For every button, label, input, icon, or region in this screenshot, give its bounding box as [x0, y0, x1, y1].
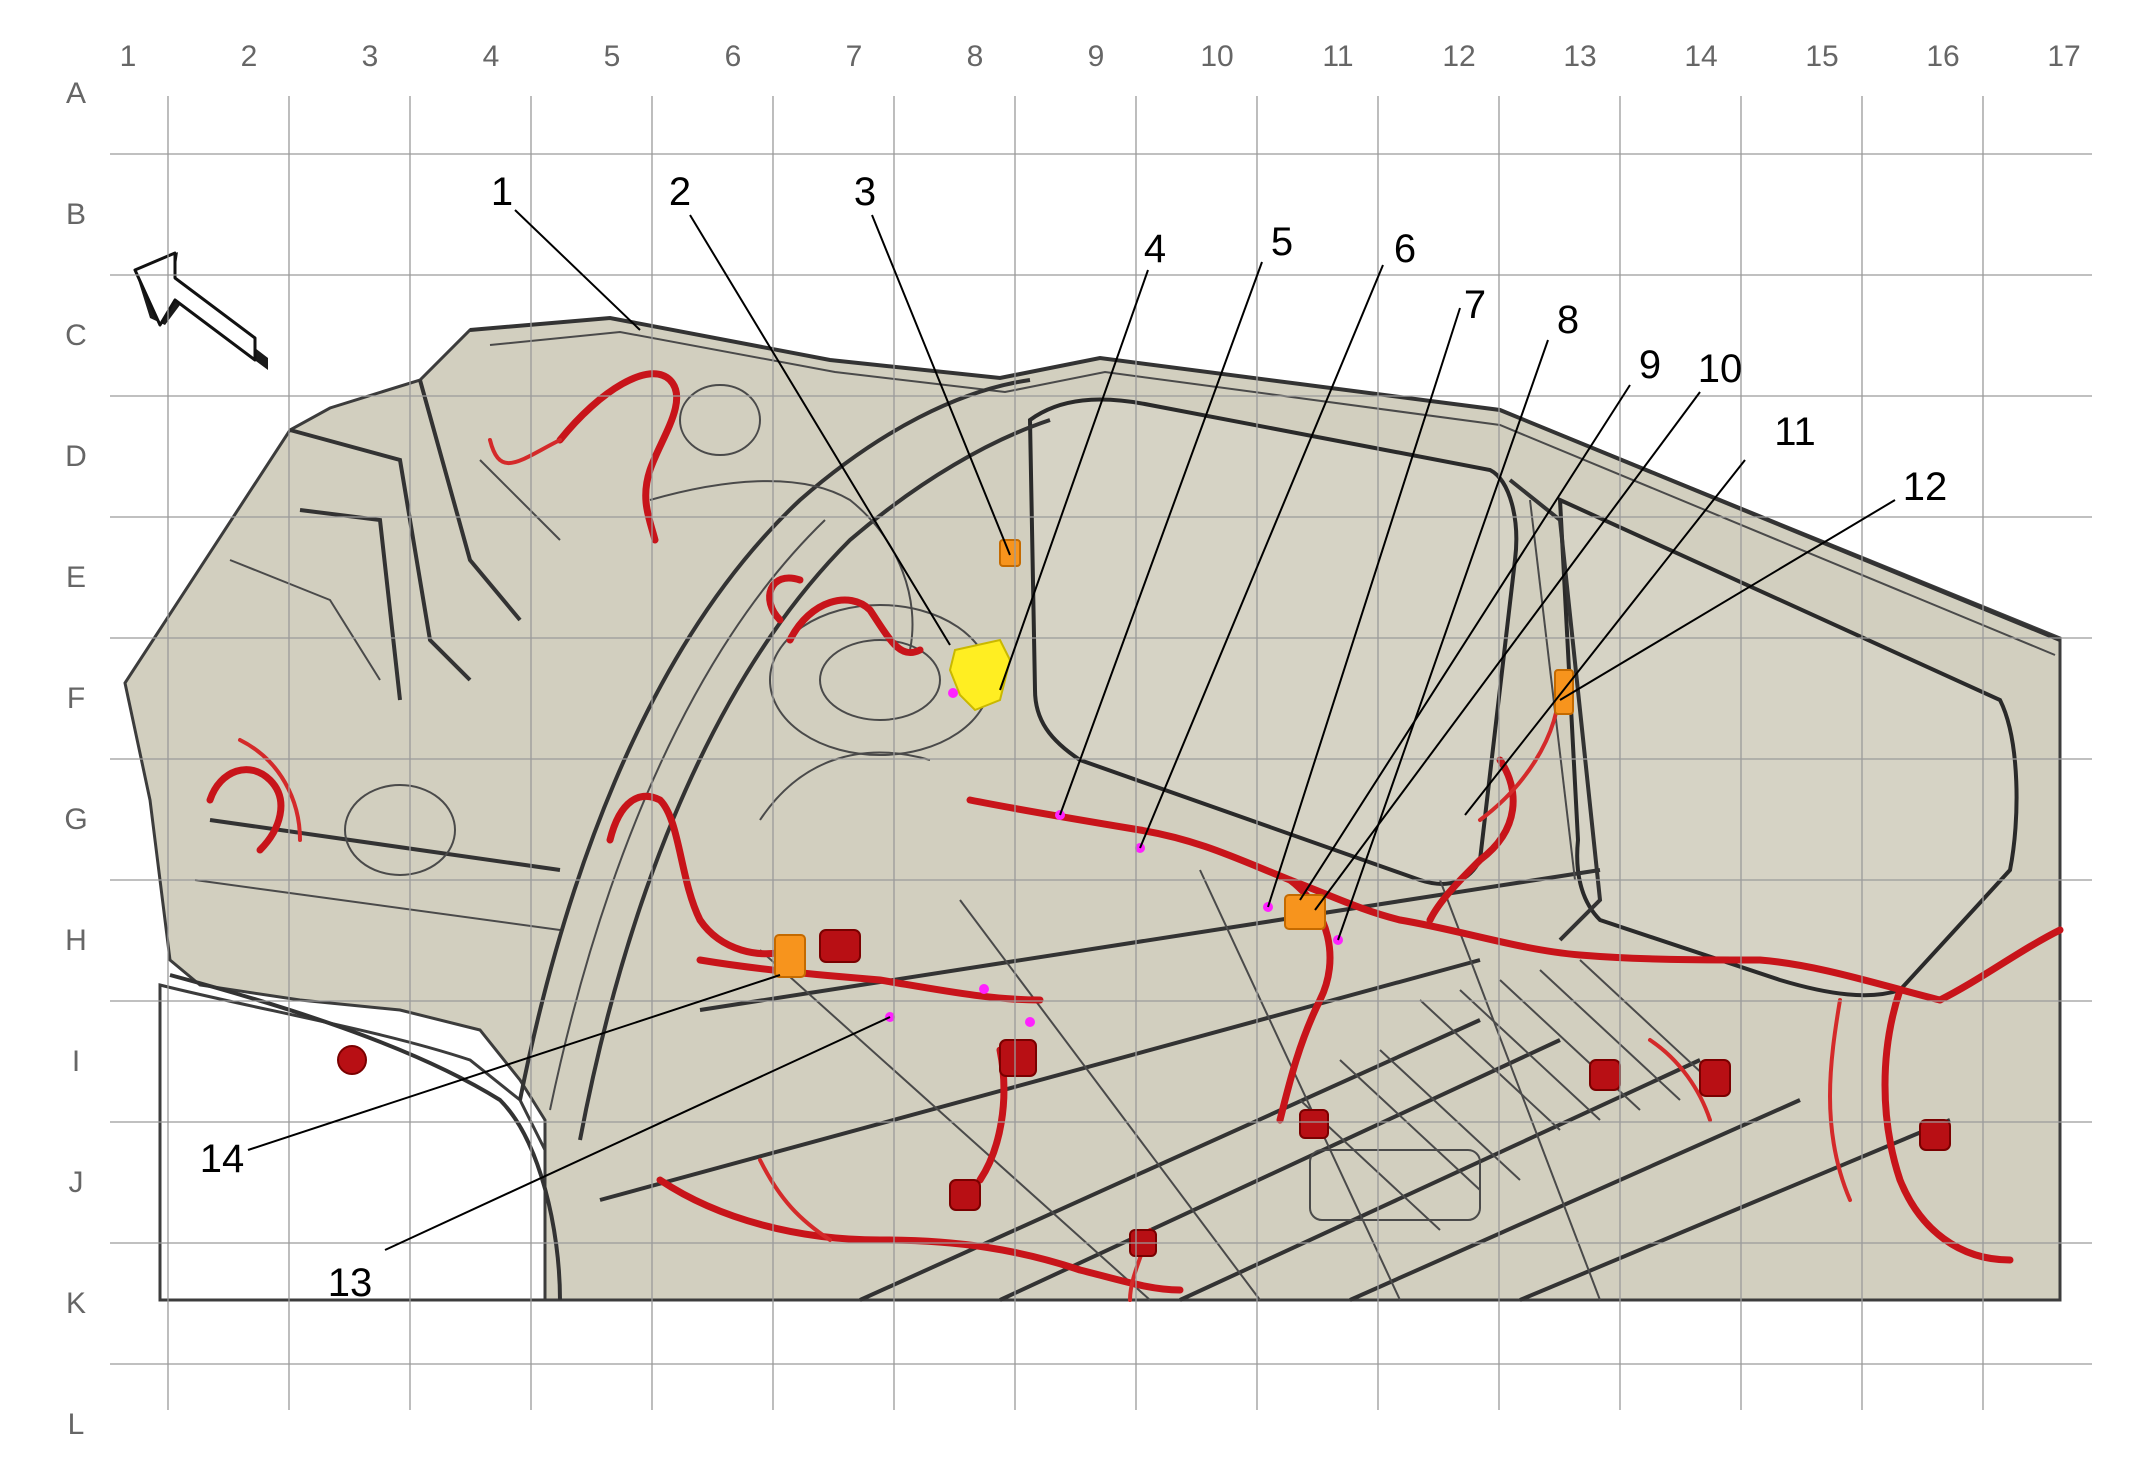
callout-1: 1 [491, 170, 513, 214]
grid-column-label: 14 [1684, 40, 1717, 73]
grid-row-label: E [66, 561, 86, 594]
grid-row-label: C [65, 319, 87, 352]
connector-orange [1284, 894, 1326, 930]
grid-column-label: 16 [1926, 40, 1959, 73]
vehicle-body [123, 315, 2062, 1302]
grid-column-label: 3 [362, 40, 379, 73]
grid-column-label: 8 [967, 40, 984, 73]
floor-ribs [1299, 959, 1721, 1231]
callout-11: 11 [1774, 410, 1816, 454]
callout-14: 14 [200, 1137, 245, 1181]
grid-column-label: 12 [1442, 40, 1475, 73]
grid-column-label: 7 [846, 40, 863, 73]
connector-orange [774, 934, 806, 978]
callout-7: 7 [1464, 283, 1486, 327]
callout-13: 13 [328, 1261, 373, 1305]
callout-6: 6 [1394, 227, 1416, 271]
callout-labels: 1 2 3 4 5 6 7 8 9 10 11 12 13 14 [200, 170, 1948, 1305]
grid-row-label: B [66, 198, 86, 231]
grid-column-label: 5 [604, 40, 621, 73]
grid-row-label: D [65, 440, 87, 473]
grid-column-label: 4 [483, 40, 500, 73]
connector-orange [1554, 669, 1574, 715]
callout-10: 10 [1698, 347, 1743, 391]
callout-2: 2 [669, 170, 691, 214]
grid-column-label: 6 [725, 40, 742, 73]
grid-row-label: J [69, 1166, 84, 1199]
grid-row-label: I [72, 1045, 80, 1078]
grid-column-label: 10 [1200, 40, 1233, 73]
callout-9: 9 [1639, 343, 1661, 387]
front-direction-arrow-icon [133, 251, 268, 370]
rear-glass [1557, 496, 2019, 998]
callout-5: 5 [1271, 220, 1293, 264]
grid-column-label: 2 [241, 40, 258, 73]
reference-grid [110, 96, 2092, 1410]
grid-row-label: H [65, 924, 87, 957]
grid-column-label: 1 [120, 40, 137, 73]
grid-row-label: F [67, 682, 85, 715]
callout-12: 12 [1903, 465, 1948, 509]
grid-column-label: 13 [1563, 40, 1596, 73]
callout-leaders [247, 209, 1896, 1251]
grid-column-label: 9 [1088, 40, 1105, 73]
grid-column-label: 11 [1322, 40, 1353, 73]
grid-column-label: 17 [2047, 40, 2080, 73]
grid-row-label: G [64, 803, 87, 836]
grid-row-labels: A B C D E F G H I J K L [64, 77, 87, 1441]
grid-row-label: K [66, 1287, 86, 1320]
grid-column-label: 15 [1805, 40, 1838, 73]
grid-row-label: L [68, 1408, 85, 1441]
callout-4: 4 [1144, 227, 1166, 271]
grid-row-label: A [66, 77, 86, 110]
callout-3: 3 [854, 170, 876, 214]
callout-8: 8 [1557, 298, 1579, 342]
connector-yellow [948, 638, 1012, 712]
